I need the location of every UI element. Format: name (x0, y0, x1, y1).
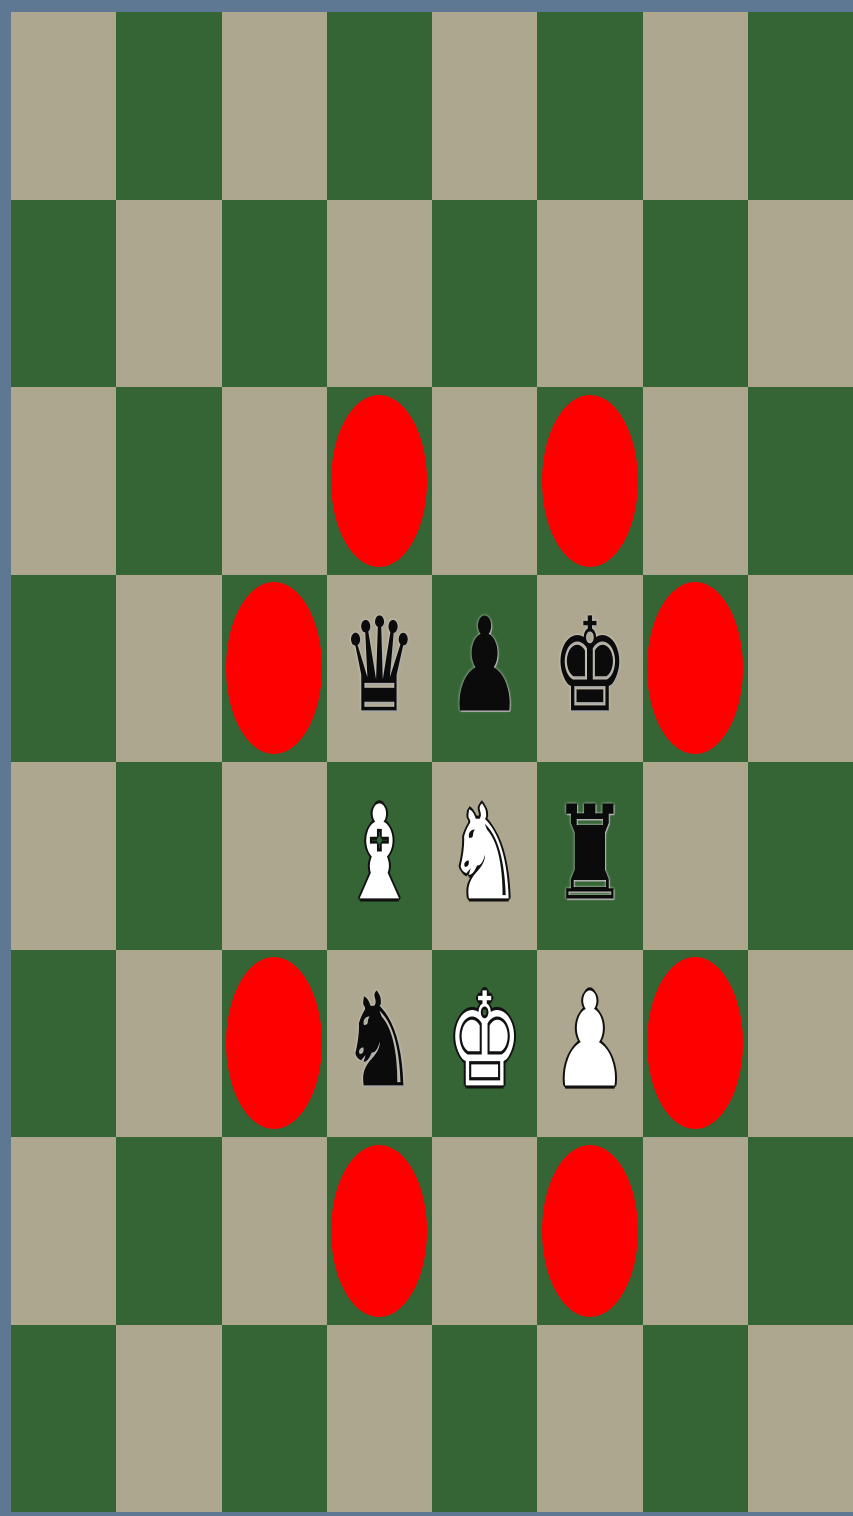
board-square-r7-c1[interactable] (116, 1325, 221, 1513)
board-square-r0-c0[interactable] (11, 12, 116, 200)
board-square-r2-c3[interactable] (327, 387, 432, 575)
board-square-r5-c7[interactable] (748, 950, 853, 1138)
white-king-piece[interactable]: ♚ (447, 976, 522, 1106)
board-square-r4-c5[interactable]: ♜ (537, 762, 642, 950)
white-pawn-piece[interactable]: ♟ (552, 976, 627, 1106)
board-square-r5-c6[interactable] (643, 950, 748, 1138)
move-target-marker[interactable] (226, 582, 322, 754)
board-square-r3-c6[interactable] (643, 575, 748, 763)
board-square-r7-c2[interactable] (222, 1325, 327, 1513)
move-target-marker[interactable] (331, 1145, 427, 1317)
black-pawn-piece[interactable]: ♟ (447, 601, 522, 731)
board-square-r0-c5[interactable] (537, 12, 642, 200)
board-square-r3-c4[interactable]: ♟ (432, 575, 537, 763)
board-square-r4-c4[interactable]: ♞ (432, 762, 537, 950)
board-square-r2-c7[interactable] (748, 387, 853, 575)
board-square-r0-c1[interactable] (116, 12, 221, 200)
board-square-r5-c5[interactable]: ♟ (537, 950, 642, 1138)
board-square-r2-c4[interactable] (432, 387, 537, 575)
board-square-r3-c1[interactable] (116, 575, 221, 763)
board-square-r1-c5[interactable] (537, 200, 642, 388)
board-square-r5-c0[interactable] (11, 950, 116, 1138)
move-target-marker[interactable] (647, 957, 743, 1129)
move-target-marker[interactable] (331, 395, 427, 567)
move-target-marker[interactable] (542, 395, 638, 567)
board-square-r6-c4[interactable] (432, 1137, 537, 1325)
board-square-r2-c0[interactable] (11, 387, 116, 575)
chess-board[interactable]: ♛♟♚♝♞♜♞♚♟ (11, 12, 853, 1512)
board-square-r5-c1[interactable] (116, 950, 221, 1138)
board-square-r2-c5[interactable] (537, 387, 642, 575)
board-square-r0-c7[interactable] (748, 12, 853, 200)
board-square-r6-c2[interactable] (222, 1137, 327, 1325)
move-target-marker[interactable] (542, 1145, 638, 1317)
board-square-r6-c1[interactable] (116, 1137, 221, 1325)
board-square-r6-c3[interactable] (327, 1137, 432, 1325)
board-square-r4-c6[interactable] (643, 762, 748, 950)
board-square-r4-c1[interactable] (116, 762, 221, 950)
board-square-r6-c7[interactable] (748, 1137, 853, 1325)
board-square-r1-c3[interactable] (327, 200, 432, 388)
board-square-r7-c7[interactable] (748, 1325, 853, 1513)
board-square-r7-c4[interactable] (432, 1325, 537, 1513)
board-square-r3-c3[interactable]: ♛ (327, 575, 432, 763)
board-square-r7-c5[interactable] (537, 1325, 642, 1513)
board-square-r4-c2[interactable] (222, 762, 327, 950)
black-king-piece[interactable]: ♚ (552, 601, 627, 731)
board-square-r0-c3[interactable] (327, 12, 432, 200)
board-square-r1-c4[interactable] (432, 200, 537, 388)
white-knight-piece[interactable]: ♞ (447, 788, 522, 918)
black-queen-piece[interactable]: ♛ (342, 601, 417, 731)
board-square-r7-c6[interactable] (643, 1325, 748, 1513)
board-square-r1-c6[interactable] (643, 200, 748, 388)
board-square-r0-c4[interactable] (432, 12, 537, 200)
board-square-r1-c1[interactable] (116, 200, 221, 388)
white-bishop-piece[interactable]: ♝ (342, 788, 417, 918)
board-square-r2-c1[interactable] (116, 387, 221, 575)
board-square-r0-c2[interactable] (222, 12, 327, 200)
board-square-r4-c7[interactable] (748, 762, 853, 950)
board-square-r3-c2[interactable] (222, 575, 327, 763)
board-square-r1-c2[interactable] (222, 200, 327, 388)
board-square-r5-c3[interactable]: ♞ (327, 950, 432, 1138)
board-square-r3-c0[interactable] (11, 575, 116, 763)
move-target-marker[interactable] (226, 957, 322, 1129)
board-square-r4-c0[interactable] (11, 762, 116, 950)
board-square-r6-c0[interactable] (11, 1137, 116, 1325)
black-rook-piece[interactable]: ♜ (552, 788, 627, 918)
move-target-marker[interactable] (647, 582, 743, 754)
board-square-r7-c3[interactable] (327, 1325, 432, 1513)
board-square-r2-c6[interactable] (643, 387, 748, 575)
board-square-r1-c0[interactable] (11, 200, 116, 388)
board-square-r7-c0[interactable] (11, 1325, 116, 1513)
board-square-r4-c3[interactable]: ♝ (327, 762, 432, 950)
board-square-r0-c6[interactable] (643, 12, 748, 200)
board-square-r2-c2[interactable] (222, 387, 327, 575)
board-square-r3-c7[interactable] (748, 575, 853, 763)
board-square-r6-c6[interactable] (643, 1137, 748, 1325)
board-square-r5-c2[interactable] (222, 950, 327, 1138)
board-square-r3-c5[interactable]: ♚ (537, 575, 642, 763)
board-square-r6-c5[interactable] (537, 1137, 642, 1325)
board-square-r5-c4[interactable]: ♚ (432, 950, 537, 1138)
black-knight-piece[interactable]: ♞ (342, 976, 417, 1106)
board-square-r1-c7[interactable] (748, 200, 853, 388)
